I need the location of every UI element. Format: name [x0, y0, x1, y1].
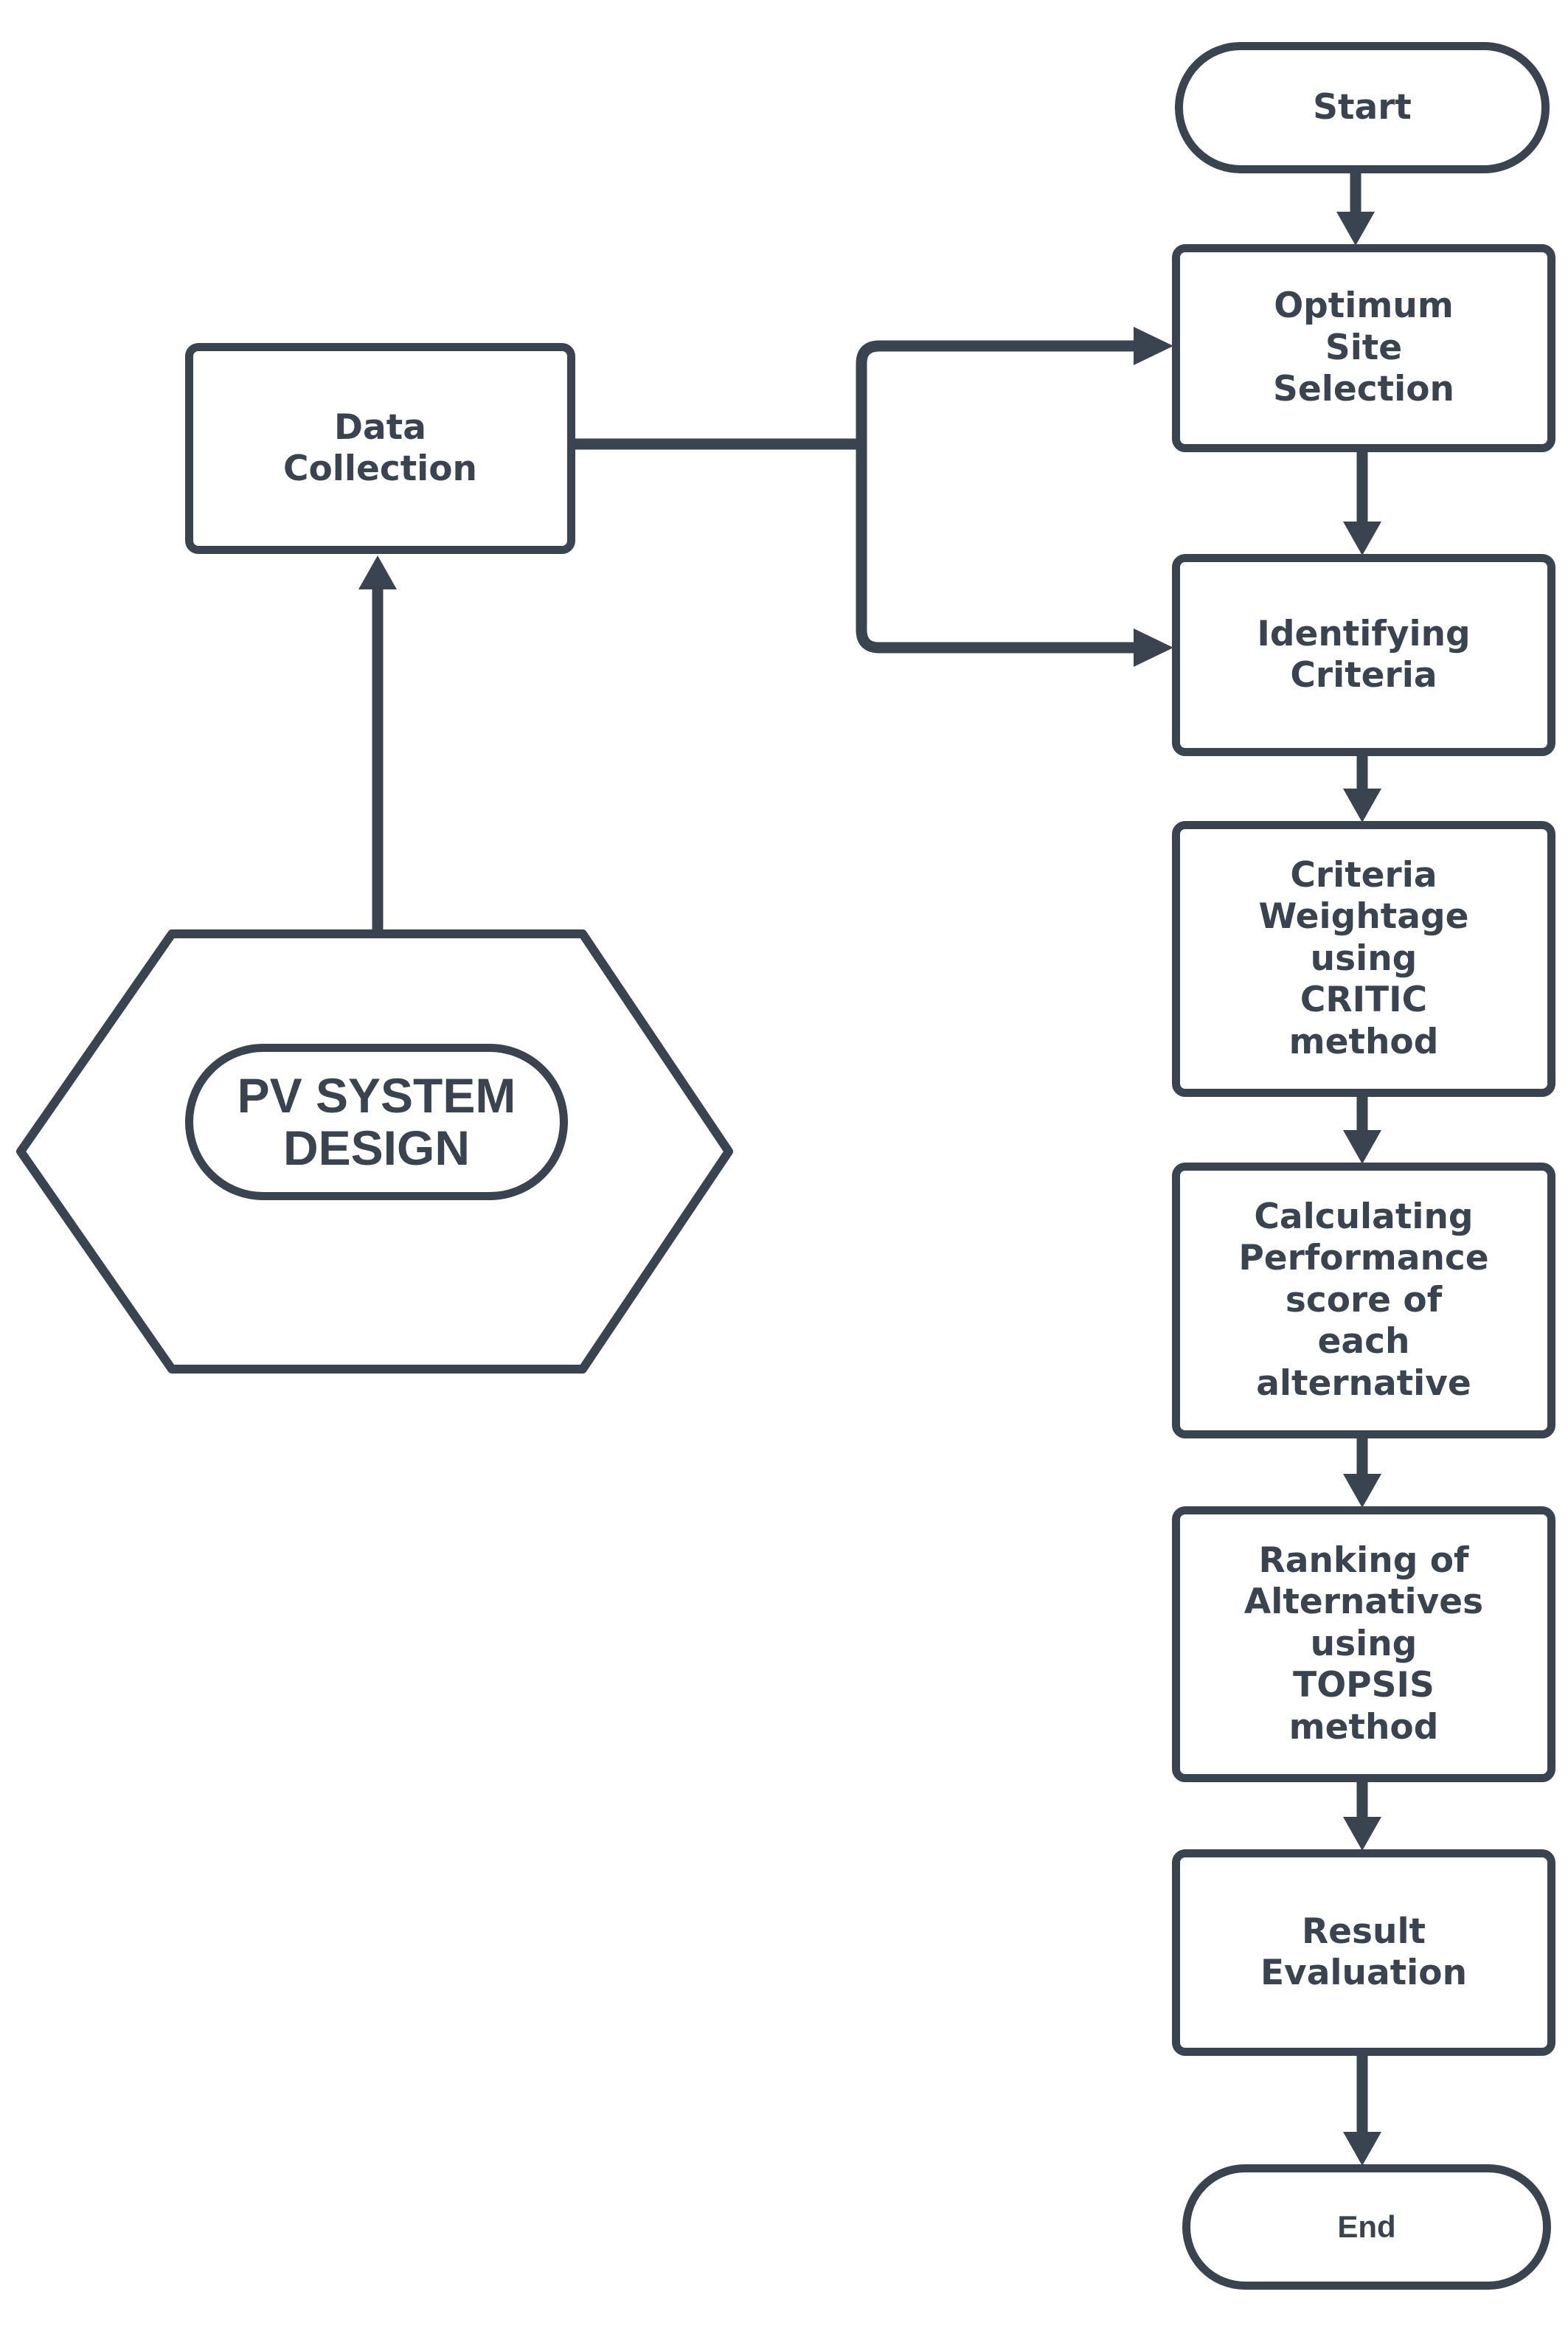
calculating-performance-label: Calculating Performance score of each al…: [1238, 1196, 1489, 1404]
criteria-weightage-node: Criteria Weightage using CRITIC method: [1172, 821, 1555, 1097]
identifying-criteria-label: Identifying Criteria: [1257, 613, 1471, 696]
edge-optimum-to-identifying: [1343, 448, 1381, 555]
edge-start-to-optimum: [1336, 170, 1375, 246]
ranking-alternatives-node: Ranking of Alternatives using TOPSIS met…: [1172, 1506, 1555, 1782]
pv-system-design-label: PV SYSTEM DESIGN: [237, 1067, 516, 1175]
edge-weightage-to-performance: [1343, 1092, 1381, 1164]
start-label: Start: [1313, 86, 1412, 128]
calculating-performance-node: Calculating Performance score of each al…: [1172, 1163, 1555, 1438]
ranking-alternatives-label: Ranking of Alternatives using TOPSIS met…: [1243, 1540, 1484, 1748]
edge-data-collection-branch: [569, 327, 1173, 667]
data-collection-label: Data Collection: [282, 406, 478, 489]
end-node: End: [1182, 2164, 1551, 2290]
criteria-weightage-label: Criteria Weightage using CRITIC method: [1258, 855, 1469, 1062]
data-collection-node: Data Collection: [185, 343, 575, 554]
end-label: End: [1337, 2209, 1396, 2244]
pv-system-design-node: PV SYSTEM DESIGN: [185, 1044, 568, 1200]
edge-result-to-end: [1343, 2051, 1381, 2166]
result-evaluation-node: Result Evaluation: [1172, 1849, 1555, 2056]
optimum-site-selection-node: Optimum Site Selection: [1172, 244, 1555, 452]
identifying-criteria-node: Identifying Criteria: [1172, 554, 1555, 756]
optimum-site-selection-label: Optimum Site Selection: [1273, 285, 1454, 410]
start-node: Start: [1175, 42, 1550, 173]
result-evaluation-label: Result Evaluation: [1260, 1911, 1468, 1993]
edge-performance-to-ranking: [1343, 1434, 1381, 1508]
edge-pv-to-data-collection: [358, 555, 397, 935]
edge-identifying-to-weightage: [1343, 752, 1381, 822]
edge-ranking-to-result: [1343, 1778, 1381, 1851]
